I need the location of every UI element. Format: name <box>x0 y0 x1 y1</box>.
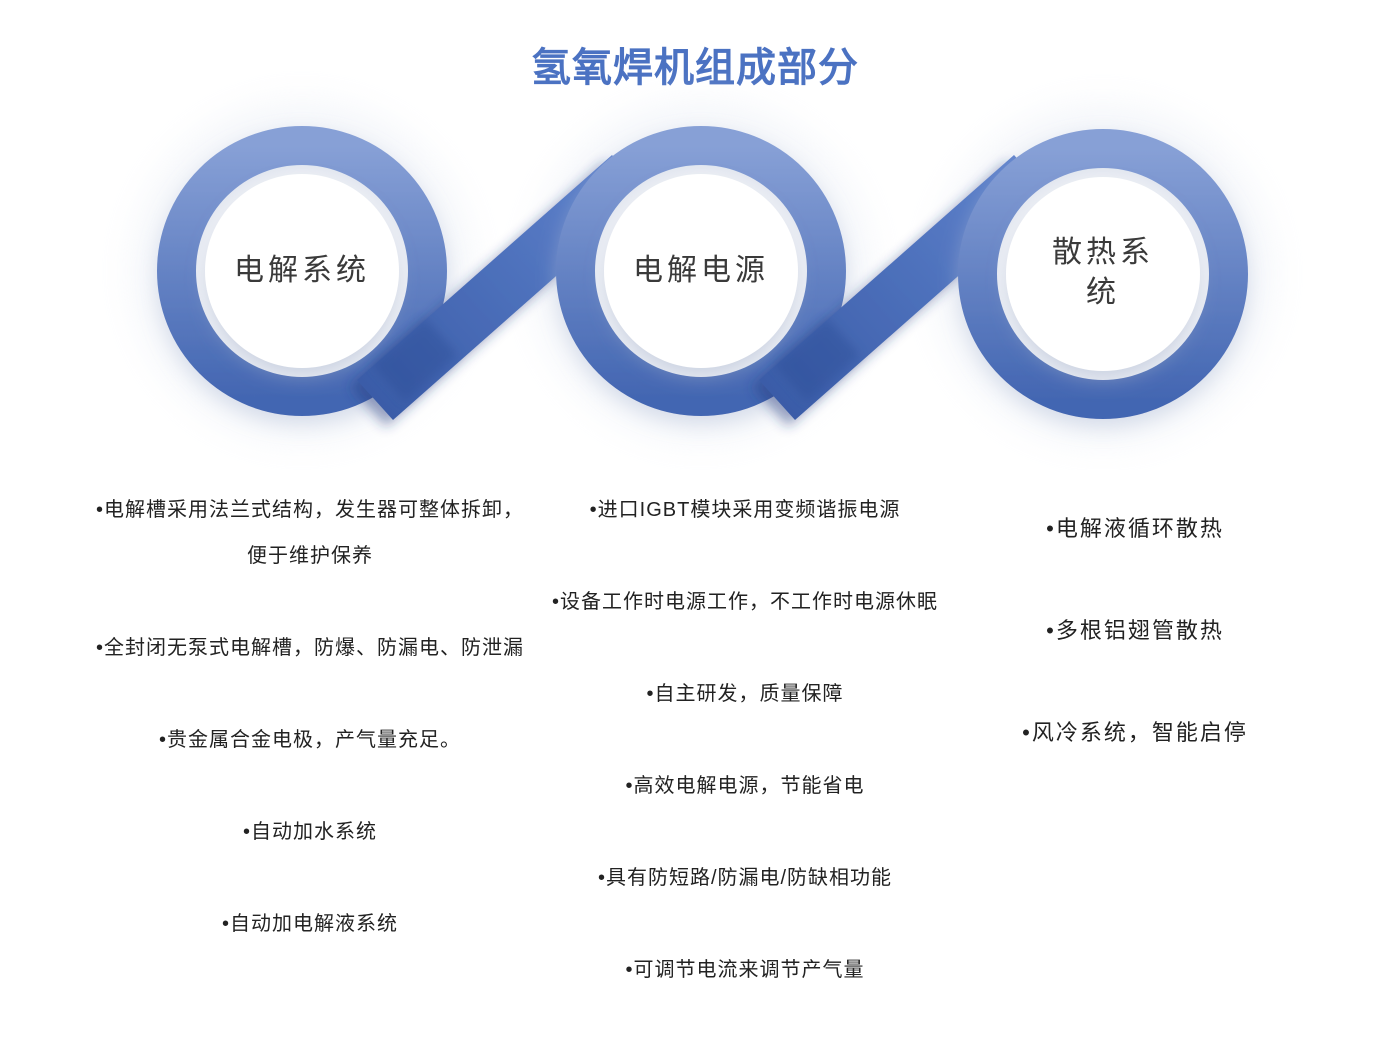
bullet-item: •贵金属合金电极，产气量充足。 <box>158 729 461 751</box>
ring-node-1 <box>157 126 447 416</box>
bullet-item: •全封闭无泵式电解槽，防爆、防漏电、防泄漏 <box>95 637 524 659</box>
bullet-item: •自动加电解液系统 <box>221 913 398 935</box>
node-3-bullet-list: •电解液循环散热 •多根铝翅管散热 •风冷系统，智能启停 <box>955 452 1315 809</box>
node-3-label: 散热系统 <box>1052 236 1154 309</box>
ring-node-3 <box>958 129 1248 419</box>
bullet-item: •电解槽采用法兰式结构，发生器可整体拆卸， 便于维护保养 <box>95 499 524 567</box>
ring-inner-disc <box>205 174 399 368</box>
bullet-item: •自动加水系统 <box>242 821 377 843</box>
bullet-item: •自主研发，质量保障 <box>646 683 844 705</box>
ring-outer <box>556 126 846 416</box>
ring-outer <box>157 126 447 416</box>
bullet-item: •高效电解电源，节能省电 <box>625 775 865 797</box>
page-title: 氢氧焊机组成部分 <box>531 46 859 90</box>
bullet-item: •设备工作时电源工作，不工作时电源休眠 <box>551 591 938 613</box>
ring-inner-disc <box>1006 177 1200 371</box>
ring-outer <box>958 129 1248 419</box>
node-2-bullet-list: •进口IGBT模块采用变频谐振电源 •设备工作时电源工作，不工作时电源休眠 •自… <box>520 441 970 1039</box>
node-2-label: 电解电源 <box>633 254 769 287</box>
bullet-item: •可调节电流来调节产气量 <box>625 959 865 981</box>
bullet-item: •进口IGBT模块采用变频谐振电源 <box>589 499 901 521</box>
ring-node-2 <box>556 126 846 416</box>
ribbon-band-2-fold <box>774 318 860 402</box>
ribbon-band-1-fold <box>372 318 458 402</box>
ring-inner-disc <box>604 174 798 368</box>
bullet-item: •多根铝翅管散热 <box>1046 618 1224 643</box>
bullet-item: •具有防短路/防漏电/防缺相功能 <box>597 867 893 889</box>
infographic-canvas: 氢氧焊机组成部分 <box>95 46 1271 981</box>
bullet-item: •风冷系统，智能启停 <box>1022 720 1248 745</box>
node-1-label: 电解系统 <box>234 254 370 287</box>
node-1-bullet-list: •电解槽采用法兰式结构，发生器可整体拆卸， 便于维护保养 •全封闭无泵式电解槽，… <box>80 441 540 993</box>
bullet-item: •电解液循环散热 <box>1046 516 1224 541</box>
ring-chain-graphic <box>134 103 1271 442</box>
